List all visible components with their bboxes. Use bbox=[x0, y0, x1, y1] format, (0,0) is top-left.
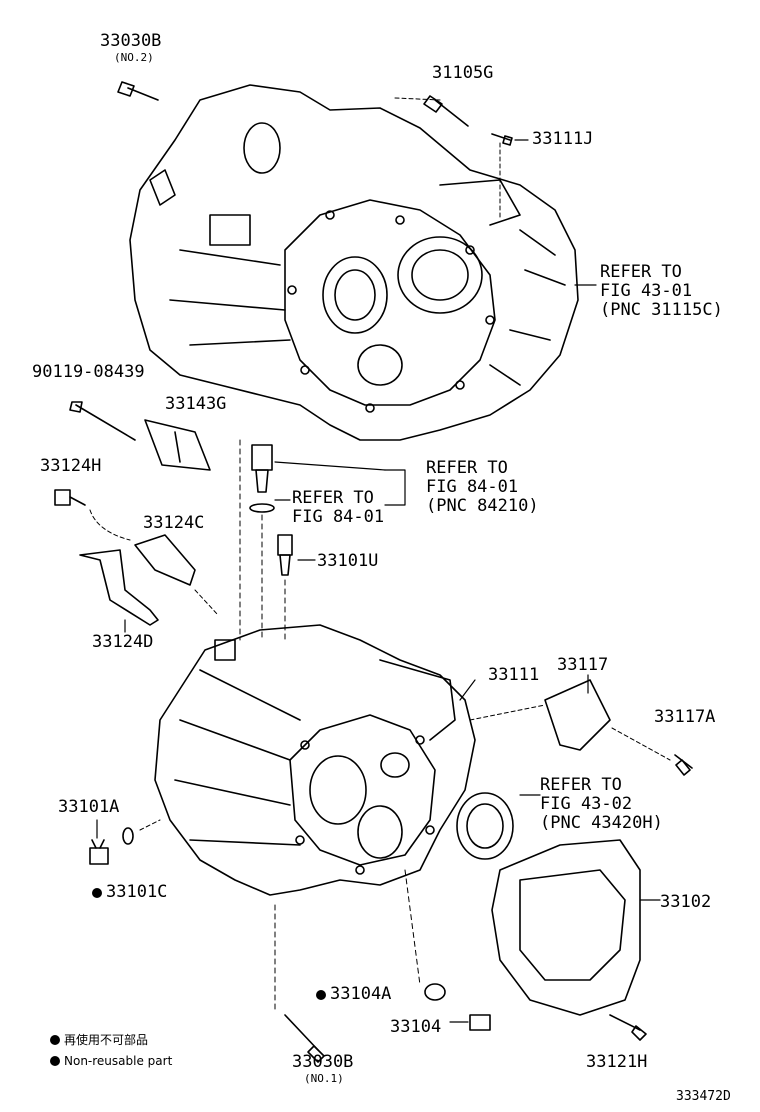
legend-jp-text: 再使用不可部品 bbox=[64, 1033, 149, 1047]
part-label-33124C[interactable]: 33124C bbox=[143, 513, 205, 533]
non-reusable-icon bbox=[316, 990, 326, 1000]
legend-en-text: Non-reusable part bbox=[64, 1054, 173, 1068]
part-label-33124D[interactable]: 33124D bbox=[92, 632, 154, 652]
part-label-33117[interactable]: 33117 bbox=[557, 655, 609, 675]
refer-fig-43-02-line3: (PNC 43420H) bbox=[540, 813, 663, 833]
legend-jp: 再使用不可部品 bbox=[50, 1033, 148, 1047]
part-label-33117A[interactable]: 33117A bbox=[654, 707, 716, 727]
sensor-parts bbox=[249, 444, 406, 641]
part-label-33101A[interactable]: 33101A bbox=[58, 797, 120, 817]
part-label-33111J[interactable]: 33111J bbox=[532, 129, 594, 149]
part-label-33143G[interactable]: 33143G bbox=[165, 394, 227, 414]
diagram-code: 333472D bbox=[676, 1089, 731, 1104]
refer-fig-84-01-pnc-line3: (PNC 84210) bbox=[426, 496, 539, 516]
refer-fig-43-01-line1: REFER TO bbox=[600, 262, 682, 282]
refer-fig-84-01-pnc-line2[interactable]: FIG 84-01 bbox=[426, 477, 519, 497]
non-reusable-icon bbox=[50, 1056, 60, 1066]
non-reusable-icon bbox=[92, 888, 102, 898]
part-label-33104A-text: 33104A bbox=[330, 984, 392, 1004]
legend-en: Non-reusable part bbox=[50, 1054, 172, 1068]
shift-lever-parts bbox=[54, 489, 219, 633]
part-label-33121H[interactable]: 33121H bbox=[586, 1052, 648, 1072]
part-label-33101C-text: 33101C bbox=[106, 882, 168, 902]
upper-transmission-case bbox=[129, 84, 579, 441]
refer-fig-43-01-line2[interactable]: FIG 43-01 bbox=[600, 281, 693, 301]
part-label-33102[interactable]: 33102 bbox=[660, 892, 712, 912]
oil-seal-and-cover bbox=[456, 674, 693, 1041]
part-label-33124H[interactable]: 33124H bbox=[40, 456, 102, 476]
part-label-33101C[interactable]: 33101C bbox=[92, 883, 167, 901]
part-label-90119-08439[interactable]: 90119-08439 bbox=[32, 362, 145, 382]
part-note-no1: (NO.1) bbox=[304, 1072, 344, 1085]
non-reusable-icon bbox=[50, 1035, 60, 1045]
part-label-33030B-no1[interactable]: 33030B bbox=[292, 1052, 354, 1072]
refer-fig-84-01-pnc-line1: REFER TO bbox=[426, 458, 508, 478]
part-label-33101U[interactable]: 33101U bbox=[317, 551, 379, 571]
part-label-31105G[interactable]: 31105G bbox=[432, 63, 494, 83]
refer-fig-84-01-line1: REFER TO bbox=[292, 488, 374, 508]
lower-fasteners bbox=[89, 819, 491, 1063]
refer-fig-43-02-line2[interactable]: FIG 43-02 bbox=[540, 794, 633, 814]
part-label-33104[interactable]: 33104 bbox=[390, 1017, 442, 1037]
part-label-33030B-no2[interactable]: 33030B bbox=[100, 31, 162, 51]
upper-fasteners bbox=[69, 81, 597, 641]
lower-transmission-case bbox=[154, 624, 476, 896]
part-label-33111[interactable]: 33111 bbox=[488, 665, 540, 685]
part-note-no2: (NO.2) bbox=[114, 51, 154, 64]
refer-fig-84-01-line2[interactable]: FIG 84-01 bbox=[292, 507, 385, 527]
refer-fig-43-02-line1: REFER TO bbox=[540, 775, 622, 795]
refer-fig-43-01-line3: (PNC 31115C) bbox=[600, 300, 723, 320]
part-label-33104A[interactable]: 33104A bbox=[316, 985, 391, 1003]
